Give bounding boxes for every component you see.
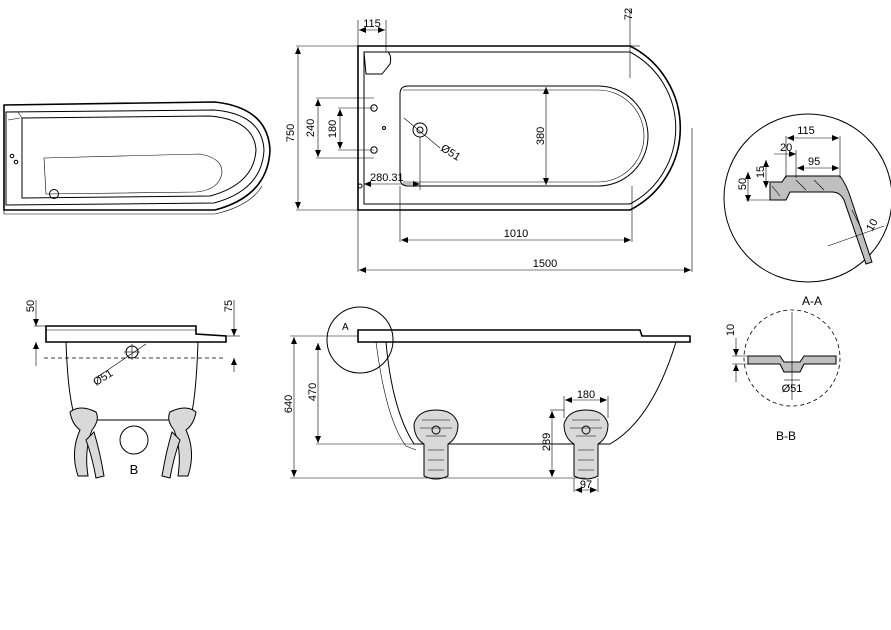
dim-750: 750: [285, 124, 297, 142]
dim-foot-289: 289: [541, 433, 553, 451]
dim-foot-97: 97: [580, 479, 592, 491]
claw-foot-front: [413, 409, 459, 480]
dim-240: 240: [305, 119, 317, 137]
dim-end-50: 50: [25, 300, 37, 312]
dim-72: 72: [623, 8, 635, 20]
plan-waste-outlet: [412, 122, 428, 138]
dim-rim-15: 15: [755, 166, 767, 178]
dim-115-top: 115: [363, 18, 381, 30]
dim-470: 470: [307, 383, 319, 401]
dim-rim-115: 115: [797, 125, 815, 137]
claw-foot-left: [69, 407, 98, 477]
section-bb-label: B-B: [776, 429, 796, 443]
dim-180: 180: [327, 120, 339, 138]
side-elevation: A 640 470 180 289 97: [283, 306, 691, 493]
detail-b-b: 10 Ø51 B-B: [725, 309, 841, 443]
section-aa-label: A-A: [802, 294, 822, 308]
detail-a-a: 115 20 95 15 50 10 A-A: [723, 113, 891, 308]
dim-640: 640: [283, 395, 295, 413]
dim-bb-d51: Ø51: [782, 383, 803, 395]
dim-end-75: 75: [223, 300, 235, 312]
dim-foot-180: 180: [577, 389, 595, 401]
tap-hole-icon: [13, 159, 19, 165]
dim-rim-20: 20: [780, 142, 792, 154]
dim-wall-10: 10: [864, 217, 881, 234]
dim-280-31: 280.31: [370, 172, 404, 184]
detail-b-label: B: [130, 462, 139, 477]
claw-foot-right: [168, 407, 197, 477]
dim-rim-50: 50: [737, 178, 749, 190]
end-view: Ø51 50 75 B: [25, 300, 240, 479]
dim-bb-10: 10: [725, 324, 737, 336]
tap-hole-icon: [9, 153, 15, 159]
perspective-view: [3, 101, 271, 215]
dim-380: 380: [535, 127, 547, 145]
dim-1010: 1010: [504, 228, 528, 240]
waste-outlet-icon: [49, 189, 59, 199]
dim-end-d51: Ø51: [91, 367, 115, 388]
dim-rim-95: 95: [808, 156, 820, 168]
detail-a-label: A: [342, 322, 349, 333]
dim-waste-d51: Ø51: [438, 142, 462, 163]
claw-foot-back: [563, 409, 609, 480]
dim-1500: 1500: [533, 258, 557, 270]
plan-view: 750 240 180 115 72 Ø51 380 280.31: [285, 8, 693, 273]
